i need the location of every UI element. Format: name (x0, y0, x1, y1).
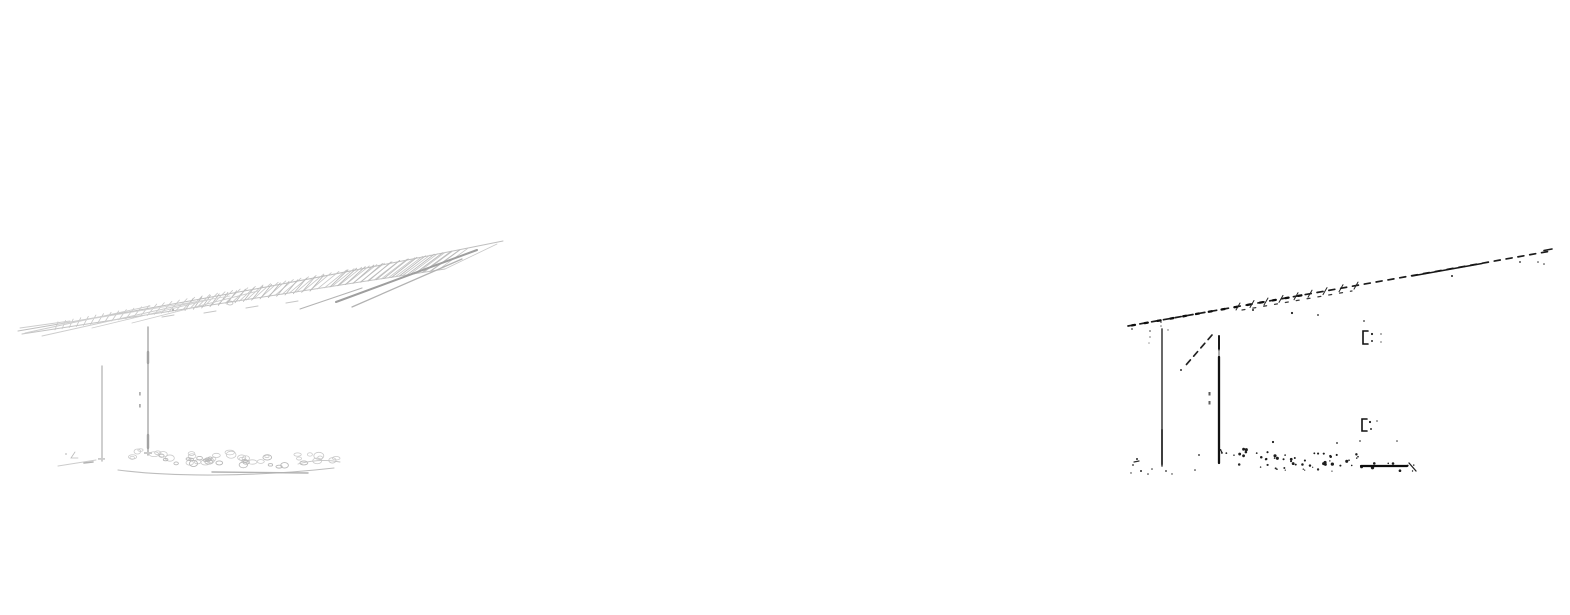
left-roof-accents (171, 249, 478, 312)
left-ground-gravel (57, 448, 341, 476)
left-roof-scribbles (19, 290, 299, 337)
right-posts (1161, 328, 1221, 467)
pencil-lean-to-sketch (17, 240, 504, 476)
right-roofline-ticks (1235, 281, 1359, 311)
right-bracket-mark-upper (1362, 320, 1382, 345)
ink-lean-to-sketch (1127, 248, 1553, 475)
right-diagonal-brace (1180, 334, 1213, 371)
right-bracket-mark-lower (1359, 418, 1378, 442)
right-roofline (1127, 248, 1553, 330)
right-ground-gravel (1130, 440, 1417, 475)
right-eave-dots (1148, 321, 1169, 344)
left-roof-hatch (54, 247, 469, 331)
left-posts (101, 326, 150, 462)
